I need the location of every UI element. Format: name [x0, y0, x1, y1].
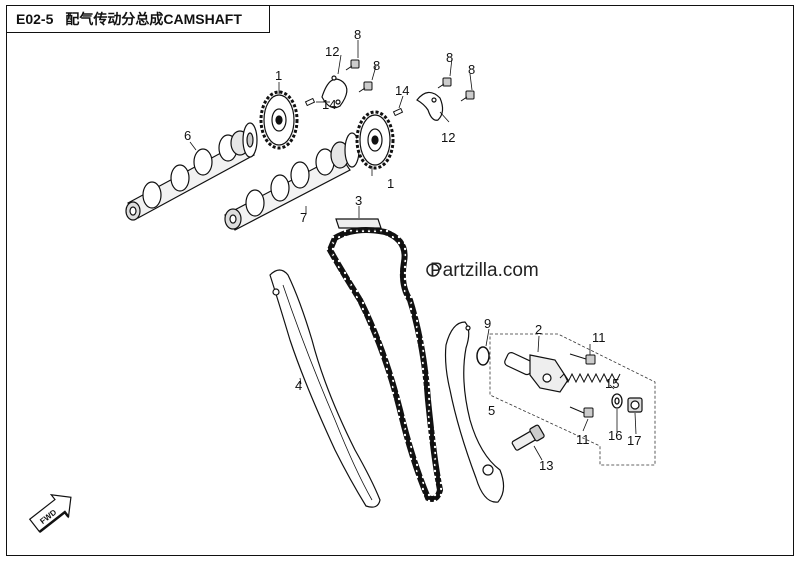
- forward-arrow-icon: FWD: [28, 494, 72, 533]
- camshaft-intake: [125, 122, 258, 221]
- dowel-pin-left: [304, 97, 316, 107]
- bolt-11-lower: [569, 406, 594, 418]
- watermark-text: Partzilla.com: [430, 260, 539, 281]
- diagram-code: E02-5: [16, 10, 54, 27]
- bolt-8-d: [460, 90, 475, 102]
- callout-4: 4: [295, 378, 302, 393]
- chain-guide-upper: [335, 218, 382, 229]
- callout-17: 17: [627, 433, 641, 448]
- o-ring: [476, 346, 490, 366]
- callout-6: 6: [184, 128, 191, 143]
- callout-8-a: 8: [354, 27, 361, 42]
- callout-5: 5: [488, 403, 495, 418]
- bolt-8-c: [437, 77, 452, 89]
- bolt-8-a: [345, 59, 360, 71]
- callout-13: 13: [539, 458, 553, 473]
- callout-8-d: 8: [468, 62, 475, 77]
- callout-8-c: 8: [446, 50, 453, 65]
- callout-12-left: 12: [325, 44, 339, 59]
- callout-7: 7: [300, 210, 307, 225]
- callout-11-upper: 11: [592, 330, 606, 345]
- tensioner-spring: [559, 372, 621, 384]
- sprocket-left: [259, 90, 299, 150]
- pivot-bolt: [511, 424, 545, 451]
- sealing-washer: [611, 393, 623, 409]
- callout-15: 15: [605, 376, 619, 391]
- callout-11-lower: 11: [576, 432, 590, 447]
- chain-guide-left: [269, 269, 381, 508]
- watermark: Partzilla.com: [426, 260, 539, 281]
- chain-tensioner-guide: [444, 321, 505, 503]
- retainer-plate-right: [416, 91, 444, 121]
- callout-8-b: 8: [373, 58, 380, 73]
- callout-2: 2: [535, 322, 542, 337]
- tensioner-assembly-outline: [489, 333, 656, 466]
- diagram-title: 配气传动分总成CAMSHAFT: [65, 10, 242, 27]
- tensioner-cap-bolt: [627, 397, 643, 413]
- callout-1-right-sprocket: 1: [387, 176, 394, 191]
- diagram-frame: [6, 5, 794, 556]
- bolt-8-b: [358, 81, 373, 93]
- callout-9: 9: [484, 316, 491, 331]
- timing-chain: [326, 227, 444, 502]
- callout-14-right: 14: [395, 83, 409, 98]
- callout-16: 16: [608, 428, 622, 443]
- callout-12-right: 12: [441, 130, 455, 145]
- retainer-plate-left: [321, 75, 348, 109]
- leader-lines: [189, 40, 637, 461]
- dowel-pin-right: [392, 107, 404, 117]
- chain-tensioner-body: [504, 352, 569, 393]
- callout-14-left: 14: [322, 97, 336, 112]
- callout-1-left-sprocket: 1: [275, 68, 282, 83]
- camshaft-exhaust: [224, 132, 360, 231]
- callout-3: 3: [355, 193, 362, 208]
- title-box: E02-5 配气传动分总成CAMSHAFT: [6, 5, 270, 33]
- sprocket-right: [355, 110, 395, 170]
- bolt-11-upper: [569, 353, 596, 365]
